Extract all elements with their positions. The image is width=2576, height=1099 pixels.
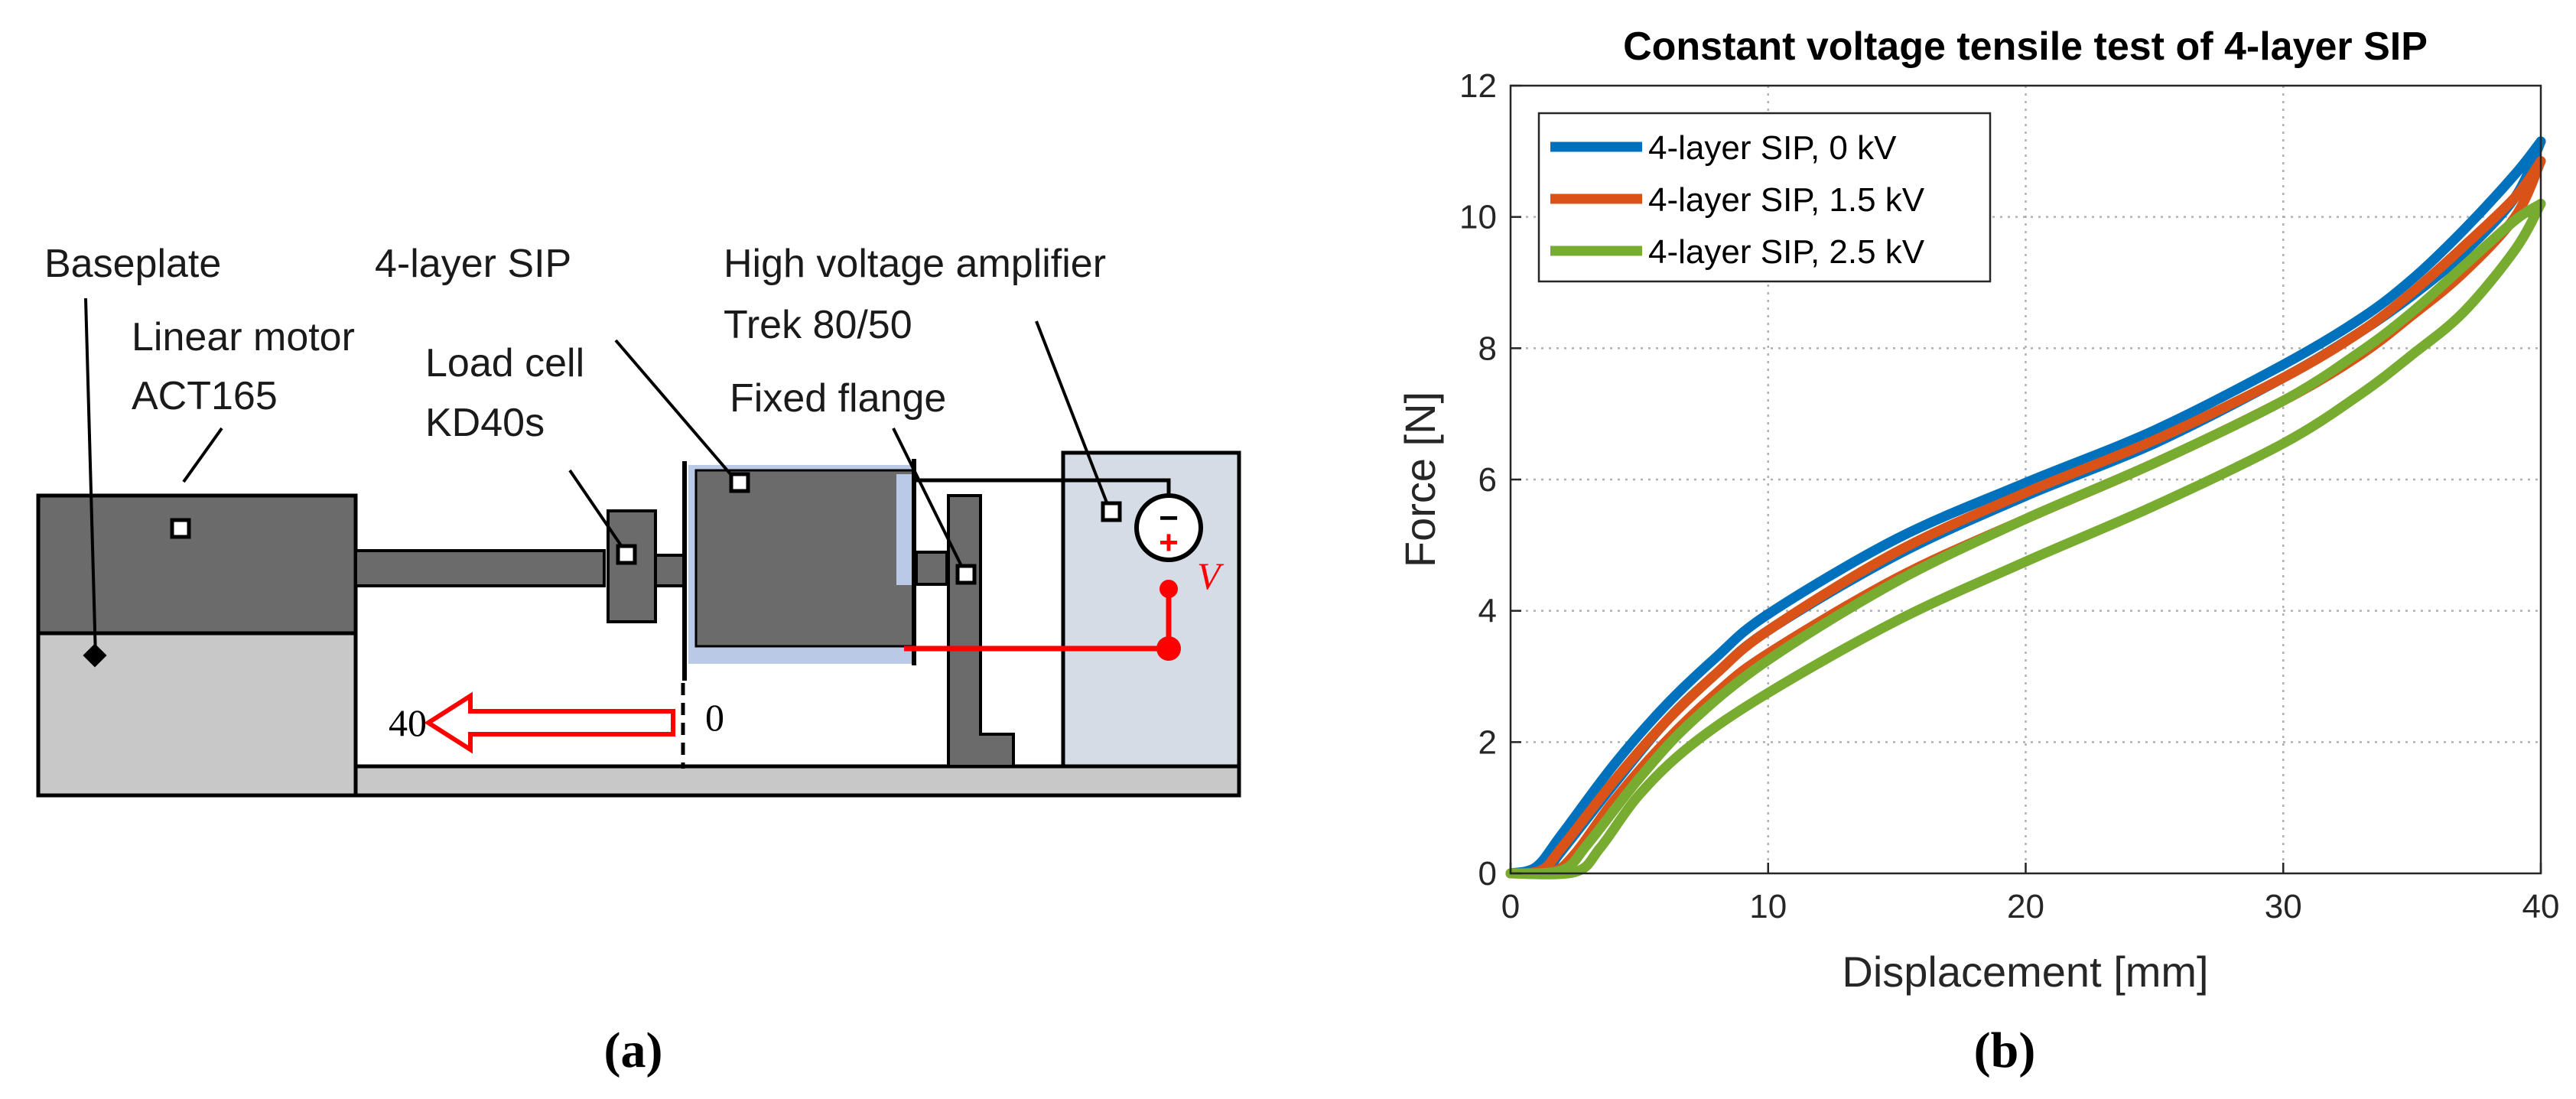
voltage-source-icon <box>1134 493 1203 562</box>
sip-light-strip <box>896 474 913 585</box>
motor-shaft <box>354 549 606 587</box>
fixed-flange <box>947 494 1015 768</box>
stroke-direction-arrow <box>424 691 675 754</box>
y-tick-label: 0 <box>1478 855 1497 893</box>
ground-wire <box>916 478 1171 496</box>
leader-linear-motor <box>182 427 223 483</box>
x-tick-label: 0 <box>1501 888 1520 925</box>
leader-sip <box>614 339 742 487</box>
legend-label-2: 4-layer SIP, 2.5 kV <box>1648 233 1925 271</box>
leader-amplifier <box>1035 320 1112 513</box>
leader-flange <box>892 428 967 574</box>
marker-linear-motor <box>170 518 191 539</box>
label-linear-motor-line2: ACT165 <box>132 374 278 418</box>
caption-a: (a) <box>604 1023 663 1078</box>
legend-label-0: 4-layer SIP, 0 kV <box>1648 129 1897 167</box>
series-1-loading-curve <box>1505 156 2546 879</box>
leader-load-cell <box>568 469 629 556</box>
x-tick-label: 30 <box>2265 888 2302 925</box>
legend-label-1: 4-layer SIP, 1.5 kV <box>1648 181 1925 219</box>
y-axis-label: Force [N] <box>1396 392 1444 567</box>
flange-connector <box>915 551 948 586</box>
y-tick-label: 8 <box>1478 330 1497 367</box>
x-axis-label: Displacement [mm] <box>1842 948 2208 996</box>
position-40-label: 40 <box>389 701 427 744</box>
label-fixed-flange: Fixed flange <box>730 376 946 421</box>
wire-node-lower <box>1156 636 1181 661</box>
x-tick-label: 10 <box>1749 888 1787 925</box>
chart-ticks: 0 10 20 30 40 0 2 4 6 8 10 12 <box>1459 67 2559 925</box>
marker-sip <box>729 472 750 493</box>
voltage-source-minus: − <box>1159 499 1179 537</box>
label-linear-motor-line1: Linear motor <box>132 315 355 359</box>
load-cell <box>607 509 657 623</box>
series-2-unloading-curve <box>1505 199 2546 880</box>
voltage-source-plus: + <box>1159 524 1179 561</box>
linear-motor-body <box>36 493 358 636</box>
label-amplifier-line2: Trek 80/50 <box>724 303 912 347</box>
label-amplifier-line1: High voltage amplifier <box>724 242 1106 286</box>
y-tick-label: 4 <box>1478 593 1497 630</box>
label-load-cell-line1: Load cell <box>425 341 584 385</box>
position-0-label: 0 <box>705 696 724 739</box>
voltage-label: V <box>1197 554 1225 597</box>
label-sip: 4-layer SIP <box>375 242 571 286</box>
series-2-loading-curve <box>1505 199 2546 879</box>
y-tick-label: 2 <box>1478 723 1497 761</box>
chart-series <box>1505 136 2546 880</box>
leader-baseplate <box>84 298 97 658</box>
marker-flange <box>955 564 977 585</box>
caption-b: (b) <box>1974 1023 2036 1078</box>
x-tick-label: 40 <box>2522 888 2560 925</box>
baseplate-rail <box>353 764 1241 798</box>
y-tick-label: 12 <box>1459 67 1497 105</box>
series-0-loading-curve <box>1505 136 2546 879</box>
label-baseplate: Baseplate <box>44 242 221 286</box>
panel-a-test-rig-schematic: − + V 40 0 Baseplate Linear motor ACT165… <box>36 242 1241 1078</box>
y-tick-label: 6 <box>1478 461 1497 499</box>
marker-amplifier <box>1101 501 1122 522</box>
wire-node-upper <box>1160 580 1178 598</box>
sip-actuator <box>694 469 916 648</box>
label-load-cell-line2: KD40s <box>425 401 545 445</box>
y-tick-label: 10 <box>1459 199 1497 236</box>
chart-title: Constant voltage tensile test of 4-layer… <box>1623 24 2428 69</box>
chart-legend: 4-layer SIP, 0 kV 4-layer SIP, 1.5 kV 4-la… <box>1537 112 1992 283</box>
load-cell-shaft <box>654 554 686 587</box>
x-tick-label: 20 <box>2007 888 2044 925</box>
marker-load-cell <box>616 544 637 565</box>
